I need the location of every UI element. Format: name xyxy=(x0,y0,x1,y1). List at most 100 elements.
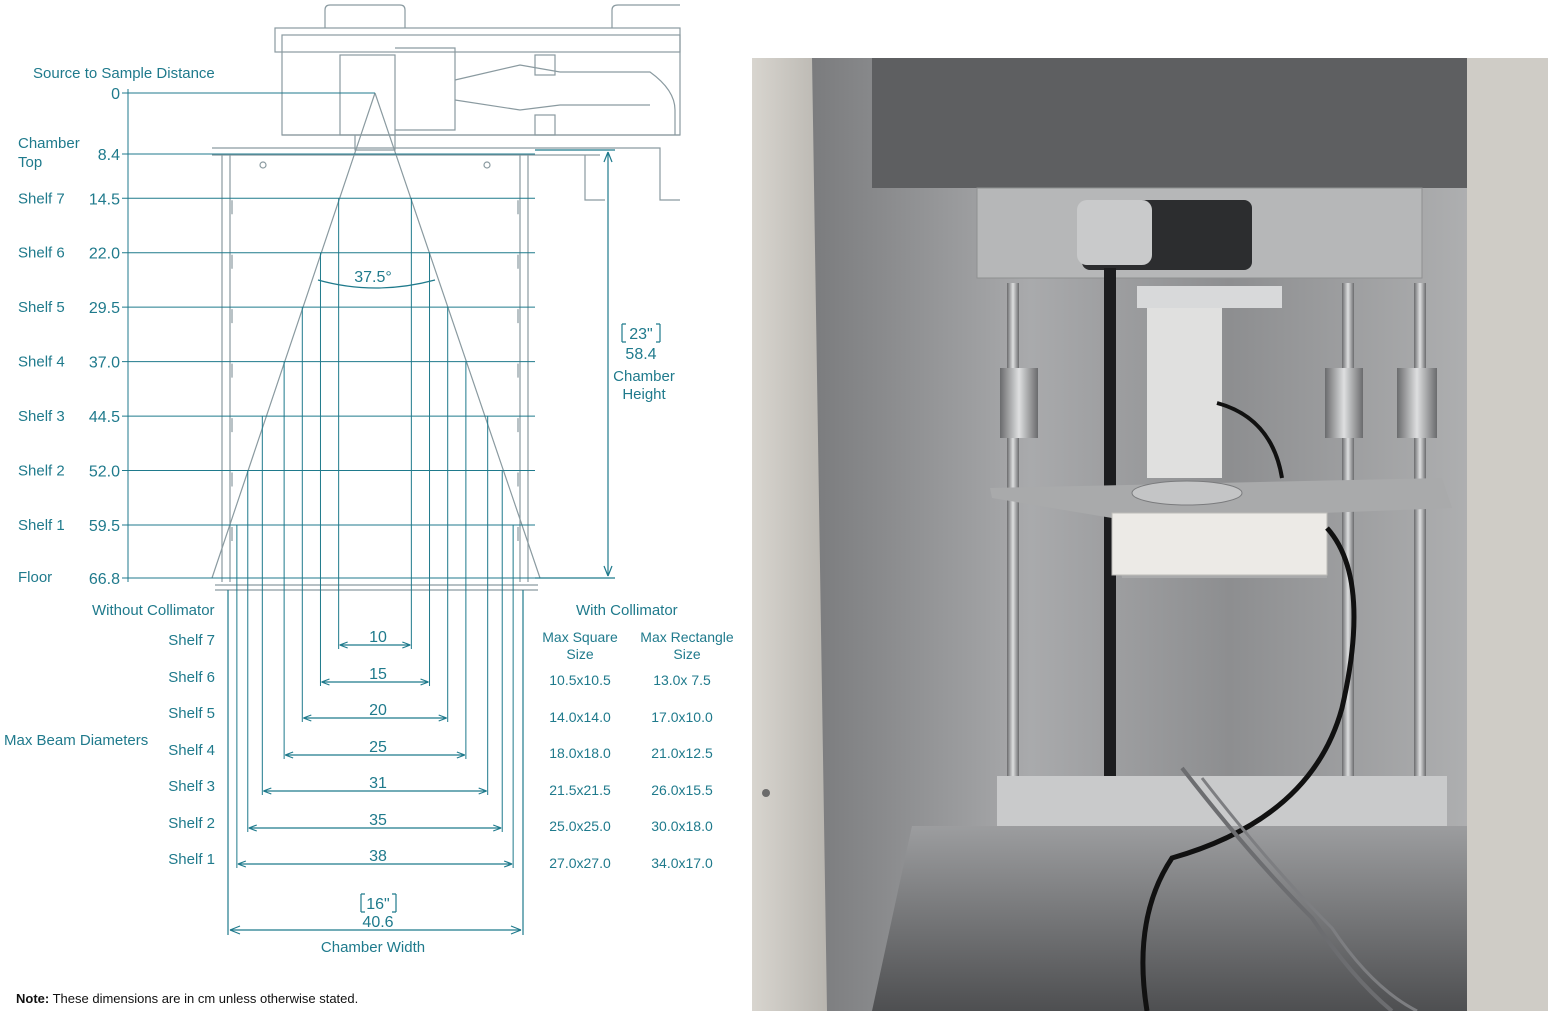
beam-diameter-arrow xyxy=(248,824,502,832)
beam-diameter-arrow xyxy=(237,860,513,868)
collar-right xyxy=(1325,368,1363,438)
rod-far-right xyxy=(1414,283,1426,783)
beam-shelf-label: Shelf 6 xyxy=(168,669,215,686)
beam-shelf-label: Shelf 7 xyxy=(168,632,215,649)
chamber-height-label-2: Height xyxy=(622,386,666,403)
beam-extension-lines xyxy=(338,198,412,649)
distance-shelf-label-5: Shelf 4 xyxy=(18,354,65,371)
note-text: These dimensions are in cm unless otherw… xyxy=(49,991,358,1006)
distance-value-3: 22.0 xyxy=(89,246,120,263)
motor-coupler xyxy=(1077,200,1152,265)
beam-shelf-label: Shelf 4 xyxy=(168,742,215,759)
distance-shelf-label-8: Shelf 1 xyxy=(18,517,65,534)
top-plate xyxy=(1137,286,1282,308)
collimator-rect-value: 21.0x12.5 xyxy=(651,745,713,761)
ceiling xyxy=(872,58,1472,188)
right-wall-edge xyxy=(1467,58,1548,1011)
distance-value-2: 14.5 xyxy=(89,191,120,208)
beam-diameter-arrow xyxy=(263,787,487,795)
chamber-width-dimension xyxy=(227,590,524,935)
units-note: Note: These dimensions are in cm unless … xyxy=(16,991,358,1006)
collar-left xyxy=(1000,368,1038,438)
beam-extension-lines xyxy=(283,361,467,759)
chamber-width-label: Chamber Width xyxy=(321,939,425,956)
door-screw xyxy=(762,789,770,797)
distance-value-6: 44.5 xyxy=(89,409,120,426)
beam-shelf-label: Shelf 2 xyxy=(168,815,215,832)
shelf-bracket-7 xyxy=(231,472,519,487)
distance-shelf-label-7: Shelf 2 xyxy=(18,463,65,480)
floor-label: Floor xyxy=(18,569,52,586)
distance-shelf-label-4: Shelf 5 xyxy=(18,299,65,316)
chamber-height-cm: 58.4 xyxy=(625,346,656,363)
collimator-square-value: 14.0x14.0 xyxy=(549,709,611,725)
beam-diameter-arrow xyxy=(303,714,447,722)
collimator-rect-value: 30.0x18.0 xyxy=(651,818,713,834)
collimator-square-value: 27.0x27.0 xyxy=(549,855,611,871)
cable-gray xyxy=(1180,766,1394,1011)
shelf-bracket-5 xyxy=(231,363,519,378)
shelf-bracket-4 xyxy=(231,309,519,324)
beam-shelf-label: Shelf 5 xyxy=(168,705,215,722)
chamber-interior-photo xyxy=(752,58,1548,1011)
with-collimator-label: With Collimator xyxy=(576,602,678,619)
beam-diameter-value: 38 xyxy=(369,848,387,865)
col-square-head-1: Max Square xyxy=(542,629,618,645)
distance-value-7: 52.0 xyxy=(89,464,120,481)
cable-main xyxy=(1140,526,1357,1011)
beam-extension-lines xyxy=(261,416,489,795)
beam-extension-lines xyxy=(301,307,449,722)
shelf-bracket-3 xyxy=(231,254,519,269)
without-collimator-label: Without Collimator xyxy=(92,602,215,619)
collimator-rect-value: 17.0x10.0 xyxy=(651,709,713,725)
distance-value-4: 29.5 xyxy=(89,300,120,317)
distance-shelf-label-2: Shelf 7 xyxy=(18,190,65,207)
distance-value-1: 8.4 xyxy=(98,147,120,164)
collimator-square-value: 21.5x21.5 xyxy=(549,782,611,798)
beam-diameter-value: 31 xyxy=(369,775,387,792)
chamber-width-inch: 16" xyxy=(366,896,389,913)
col-rect-head-1: Max Rectangle xyxy=(640,629,734,645)
source-housing-drawing xyxy=(212,4,681,201)
cable-upper xyxy=(1216,401,1284,479)
chamber-height-label-1: Chamber xyxy=(613,368,675,385)
chamber-top-label-2: Top xyxy=(18,154,42,171)
beam-diameter-value: 20 xyxy=(369,702,387,719)
beam-extension-lines xyxy=(247,470,503,832)
beam-extension-lines xyxy=(319,252,431,686)
carriage xyxy=(1147,308,1222,478)
beam-diameter-arrow xyxy=(284,751,466,759)
chamber-walls xyxy=(215,155,538,591)
floor xyxy=(872,826,1512,1011)
col-rect-head-2: Size xyxy=(673,646,700,662)
rod-left xyxy=(1007,283,1019,783)
shelf-bracket-8 xyxy=(231,526,519,541)
beam-diameter-value: 35 xyxy=(369,812,387,829)
beam-row: Shelf 6 15 14.0x14.0 17.0x10.0 xyxy=(168,252,713,725)
cable-gray-2 xyxy=(1200,777,1418,1011)
beam-cone xyxy=(211,92,541,579)
distance-value-5: 37.0 xyxy=(89,355,120,372)
sample-plate xyxy=(1131,480,1243,506)
chamber-dimension-diagram: 37.5° Source to Sample Distance Chamber … xyxy=(4,4,734,1006)
distance-value-8: 59.5 xyxy=(89,518,120,535)
chamber-height-inch: 23" xyxy=(629,326,652,343)
chamber-height-dimension xyxy=(535,149,661,579)
chamber-top-label-1: Chamber xyxy=(18,135,80,152)
beam-diameter-arrow xyxy=(339,641,411,649)
collimator-rect-value: 26.0x15.5 xyxy=(651,782,713,798)
collimator-square-value: 25.0x25.0 xyxy=(549,818,611,834)
collimator-square-value: 10.5x10.5 xyxy=(549,672,611,688)
collimator-rect-value: 13.0x 7.5 xyxy=(653,672,711,688)
beam-shelf-label: Shelf 3 xyxy=(168,778,215,795)
shelf-bracket-6 xyxy=(231,418,519,433)
distance-shelf-label-3: Shelf 6 xyxy=(18,245,65,262)
beam-diameter-value: 15 xyxy=(369,666,387,683)
beam-row: Shelf 3 31 25.0x25.0 30.0x18.0 xyxy=(168,416,713,834)
